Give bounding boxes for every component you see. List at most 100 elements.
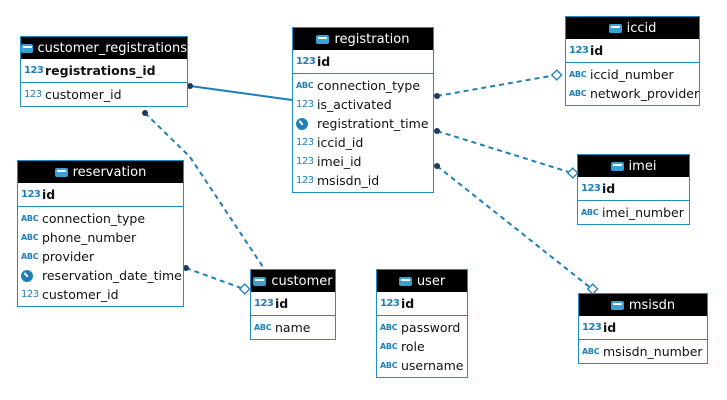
column[interactable]: 123 msisdn_id: [293, 171, 433, 190]
column[interactable]: ABC msisdn_number: [579, 342, 707, 361]
pk-column[interactable]: 123 id: [579, 318, 707, 337]
table-header: registration: [293, 28, 433, 50]
column-name: msisdn_id: [317, 173, 380, 188]
number-key-icon: 123: [380, 298, 400, 309]
pk-column[interactable]: 123 registrations_id: [21, 61, 187, 80]
column[interactable]: registrationt_time: [293, 114, 433, 133]
table-user[interactable]: user 123 id ABC password ABC role ABC us…: [376, 269, 468, 378]
text-icon: ABC: [21, 252, 39, 261]
column-name: id: [401, 296, 415, 311]
link-registration-msisdn: [436, 165, 593, 290]
text-icon: ABC: [21, 214, 39, 223]
text-icon: ABC: [581, 208, 599, 217]
number-icon: 123: [296, 156, 314, 167]
table-icon: [610, 300, 624, 310]
table-registration[interactable]: registration 123 id ABC connection_type …: [292, 27, 434, 193]
column-name: name: [275, 320, 311, 335]
table-title: customer_registrations: [37, 40, 188, 56]
column-name: password: [401, 320, 461, 335]
link-customer-registrations-customer: [144, 112, 266, 271]
column[interactable]: 123 customer_id: [18, 285, 183, 304]
column[interactable]: ABC name: [251, 318, 335, 337]
table-customer-registrations[interactable]: customer_registrations 123 registrations…: [20, 36, 188, 107]
column[interactable]: 123 is_activated: [293, 95, 433, 114]
clock-icon: [21, 269, 33, 282]
link-registration-imei: [436, 130, 573, 174]
table-imei[interactable]: imei 123 id ABC imei_number: [577, 154, 690, 225]
link-end-diamond: [566, 167, 579, 179]
number-fk-icon: 123: [21, 289, 39, 300]
table-icon: [316, 34, 330, 44]
link-end-diamond: [586, 283, 599, 295]
clock-icon: [296, 117, 308, 130]
column[interactable]: ABC connection_type: [18, 209, 183, 228]
table-msisdn[interactable]: msisdn 123 id ABC msisdn_number: [578, 293, 708, 364]
column[interactable]: ABC imei_number: [578, 203, 689, 222]
link-registration-iccid: [436, 74, 557, 97]
column-name: msisdn_number: [603, 344, 703, 359]
text-icon: ABC: [380, 342, 398, 351]
column[interactable]: reservation_date_time: [18, 266, 183, 285]
table-icon: [253, 276, 267, 286]
table-title: reservation: [72, 164, 147, 180]
number-key-icon: 123: [21, 189, 41, 200]
column[interactable]: ABC connection_type: [293, 76, 433, 95]
number-key-icon: 123: [254, 298, 274, 309]
table-customer[interactable]: customer 123 id ABC name: [250, 269, 336, 340]
table-header: reservation: [18, 161, 183, 183]
pk-column[interactable]: 123 id: [377, 294, 467, 313]
column[interactable]: ABC network_provider: [566, 84, 699, 103]
table-reservation[interactable]: reservation 123 id ABC connection_type A…: [17, 160, 184, 307]
table-title: customer: [271, 273, 333, 289]
column-name: id: [317, 54, 331, 69]
column[interactable]: ABC password: [377, 318, 467, 337]
column[interactable]: ABC provider: [18, 247, 183, 266]
table-header: iccid: [566, 17, 699, 39]
link-end-diamond: [550, 69, 563, 81]
table-header: user: [377, 270, 467, 292]
column-name: imei_id: [317, 154, 362, 169]
column-name: registrations_id: [45, 63, 156, 78]
column[interactable]: 123 customer_id: [21, 85, 187, 104]
link-end-dot: [434, 163, 440, 169]
link-end-dot: [142, 110, 148, 116]
table-header: imei: [578, 155, 689, 177]
column[interactable]: ABC iccid_number: [566, 65, 699, 84]
column[interactable]: ABC role: [377, 337, 467, 356]
column[interactable]: 123 iccid_id: [293, 133, 433, 152]
pk-column[interactable]: 123 id: [18, 185, 183, 204]
pk-column[interactable]: 123 id: [566, 41, 699, 60]
pk-column[interactable]: 123 id: [251, 294, 335, 313]
text-icon: ABC: [569, 70, 587, 79]
number-icon: 123: [296, 137, 314, 148]
column-name: id: [590, 43, 604, 58]
text-icon: ABC: [296, 81, 314, 90]
column[interactable]: ABC phone_number: [18, 228, 183, 247]
table-icon: [398, 276, 412, 286]
column[interactable]: 123 imei_id: [293, 152, 433, 171]
column-name: phone_number: [42, 230, 137, 245]
link-end-dot: [187, 83, 193, 89]
column-name: iccid_number: [590, 67, 674, 82]
column-name: id: [275, 296, 289, 311]
table-header: customer: [251, 270, 335, 292]
link-customer-registrations-registration: [189, 85, 293, 101]
table-header: customer_registrations: [21, 37, 187, 59]
column-name: provider: [42, 249, 95, 264]
pk-column[interactable]: 123 id: [293, 52, 433, 71]
link-end-diamond: [238, 283, 251, 295]
number-key-icon: 123: [581, 183, 601, 194]
pk-column[interactable]: 123 id: [578, 179, 689, 198]
table-icon: [608, 23, 622, 33]
text-icon: ABC: [380, 323, 398, 332]
table-icon: [21, 43, 33, 53]
number-fk-icon: 123: [24, 89, 42, 100]
column-name: role: [401, 339, 425, 354]
column-name: connection_type: [42, 211, 146, 226]
column-name: imei_number: [602, 205, 684, 220]
column[interactable]: ABC username: [377, 356, 467, 375]
text-icon: ABC: [582, 347, 600, 356]
column-name: username: [401, 358, 464, 373]
table-iccid[interactable]: iccid 123 id ABC iccid_number ABC networ…: [565, 16, 700, 106]
